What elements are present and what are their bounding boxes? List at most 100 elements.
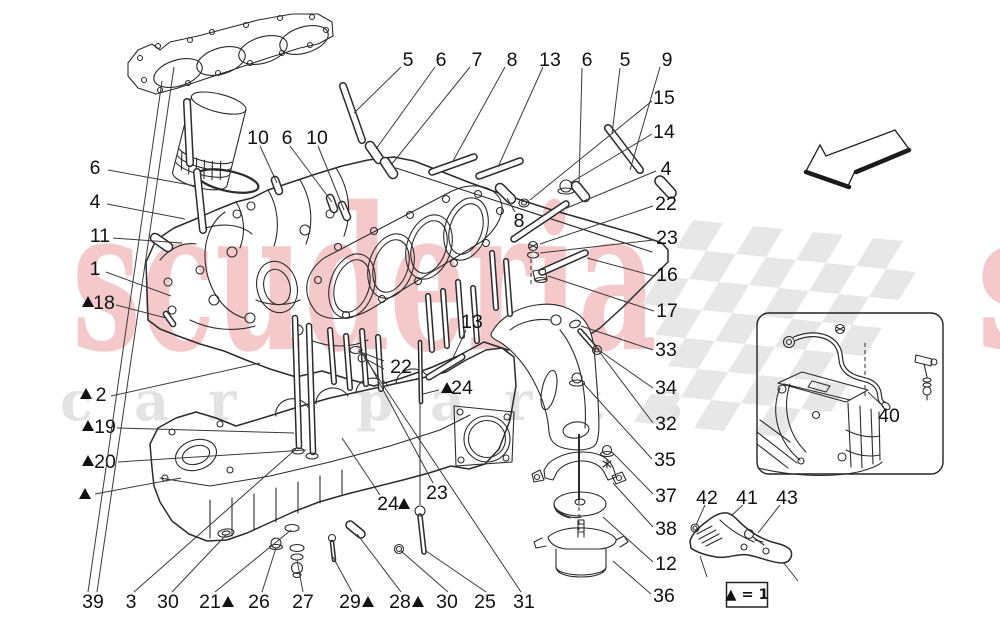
stud-body xyxy=(293,316,301,448)
leader-line xyxy=(94,477,182,495)
mount-block xyxy=(533,519,629,578)
leader-line xyxy=(317,145,345,211)
stud-body xyxy=(456,280,464,338)
part-label-22: 22 xyxy=(390,356,412,378)
engine-mount xyxy=(531,372,629,578)
legend-label: ▲ = 1 xyxy=(725,587,769,603)
stud-body xyxy=(471,286,479,343)
flag-cell xyxy=(855,238,903,269)
leader-line xyxy=(112,237,183,244)
part-label-33: 33 xyxy=(655,339,677,361)
part-label-12: 12 xyxy=(655,553,677,575)
leader-line xyxy=(106,203,186,220)
leader-line xyxy=(867,391,885,408)
part-label-8: 8 xyxy=(507,49,518,71)
part-label-16: 16 xyxy=(656,264,678,286)
stud-body xyxy=(272,177,282,194)
leader-line xyxy=(561,170,657,211)
leader-line xyxy=(105,271,172,297)
part-label-25: 25 xyxy=(474,591,496,613)
stud-body xyxy=(346,521,365,538)
part-label-22: 22 xyxy=(655,193,677,215)
part-label-39: 39 xyxy=(82,591,104,613)
leader-line xyxy=(569,133,653,184)
leader-line xyxy=(612,482,654,528)
part-label-1: 1 xyxy=(90,258,101,280)
part-label-27: 27 xyxy=(292,591,314,613)
flag-cell xyxy=(654,306,702,338)
stud-body xyxy=(426,354,465,380)
stud-body xyxy=(184,99,193,166)
exploded-view-artwork xyxy=(127,13,799,582)
stud-body xyxy=(572,182,589,201)
part-label-23: 23 xyxy=(426,482,448,504)
stud-body xyxy=(340,83,365,143)
stud-body xyxy=(360,329,368,386)
stud-body xyxy=(344,334,352,390)
triangle-marker xyxy=(222,596,234,607)
part-label-4: 4 xyxy=(90,191,101,213)
stud-body xyxy=(419,341,422,403)
leader-line xyxy=(107,169,197,187)
part-label-41: 41 xyxy=(736,487,758,509)
stud-body xyxy=(539,250,588,275)
fasteners-hardware xyxy=(149,81,677,563)
part-label-4: 4 xyxy=(661,158,672,180)
watermark-letter: p xyxy=(356,369,394,433)
stud-body xyxy=(418,514,426,554)
leader-line xyxy=(171,534,227,593)
flag-cell xyxy=(795,232,843,263)
part-label-14: 14 xyxy=(653,121,675,143)
flag-cell xyxy=(753,405,801,437)
leader-line xyxy=(214,529,292,593)
leader-line xyxy=(539,205,654,245)
part-label-10: 10 xyxy=(306,127,328,149)
leader-line xyxy=(115,304,167,319)
stud-body xyxy=(429,154,477,175)
flag-cell xyxy=(714,312,762,344)
leader-line xyxy=(356,533,402,593)
engine-mount-bracket xyxy=(490,303,600,451)
part-label-6: 6 xyxy=(436,49,447,71)
stud-body xyxy=(476,158,523,179)
leader-line xyxy=(341,437,381,496)
part-label-6: 6 xyxy=(90,157,101,179)
leader-line xyxy=(506,197,516,213)
part-label-30: 30 xyxy=(436,591,458,613)
part-label-13: 13 xyxy=(539,49,561,71)
part-label-15: 15 xyxy=(653,87,675,109)
flag-cell xyxy=(834,324,882,356)
leader-line xyxy=(580,325,654,351)
leader-line xyxy=(695,504,706,526)
leader-line xyxy=(400,550,449,593)
leader-line xyxy=(390,66,471,166)
stud-body xyxy=(496,184,515,203)
part-label-36: 36 xyxy=(653,585,675,607)
part-label-24: 24 xyxy=(451,377,473,399)
part-label-11: 11 xyxy=(90,225,110,247)
triangle-marker xyxy=(82,420,94,431)
leader-line xyxy=(296,559,304,593)
leader-line xyxy=(133,448,297,593)
leader-line xyxy=(547,275,655,312)
leader-line xyxy=(591,341,654,424)
flag-cell xyxy=(821,293,869,325)
stud-body xyxy=(331,541,335,561)
flag-cell xyxy=(701,281,749,313)
part-label-9: 9 xyxy=(662,49,673,71)
part-label-30: 30 xyxy=(157,591,179,613)
stud-body xyxy=(328,328,336,384)
triangle-marker xyxy=(441,382,453,393)
watermark-letter: a xyxy=(134,369,169,433)
stud-body xyxy=(655,176,676,198)
flag-cell xyxy=(680,368,728,400)
triangle-marker xyxy=(82,455,94,466)
legend-box: ▲ = 1 xyxy=(725,581,769,608)
flag-cell xyxy=(693,399,741,431)
part-label-34: 34 xyxy=(655,377,677,399)
flag-cell xyxy=(808,262,856,294)
part-label-5: 5 xyxy=(620,49,631,71)
flag-cell xyxy=(688,250,736,282)
stud-body xyxy=(578,329,596,349)
